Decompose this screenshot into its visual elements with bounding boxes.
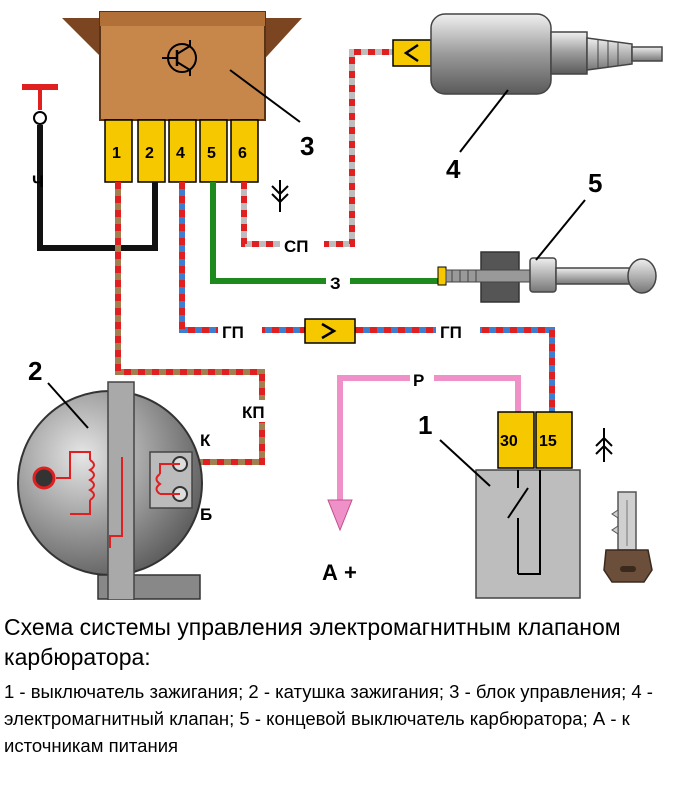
label-2: 2 <box>28 356 42 386</box>
label-5: 5 <box>588 168 602 198</box>
wire-z <box>210 182 440 284</box>
wire-label-sp: СП <box>284 237 309 256</box>
callout-line-4 <box>459 89 509 153</box>
label-3: 3 <box>300 131 314 161</box>
terminal-15-label: 15 <box>539 433 557 450</box>
connector-icon <box>304 318 356 344</box>
caption-title: Схема системы управления электромагнитны… <box>4 614 621 670</box>
key-icon <box>603 491 653 583</box>
wire-gp <box>179 182 555 412</box>
wire-label-gp-left: ГП <box>222 323 244 342</box>
ground-symbol-icon <box>271 180 289 212</box>
ignition-switch: 30 15 <box>475 411 581 599</box>
pin-4-label: 4 <box>176 145 185 162</box>
power-label: А + <box>322 560 357 585</box>
arrow-up-symbol-icon <box>595 428 613 462</box>
callout-line-5 <box>535 199 586 261</box>
control-unit <box>62 11 302 121</box>
pin-2-label: 2 <box>145 145 154 162</box>
label-4: 4 <box>446 154 461 184</box>
carburetor-switch <box>437 251 657 303</box>
terminal-k-label: К <box>200 431 211 450</box>
wire-label-z: З <box>330 274 341 293</box>
callout-line-1 <box>439 439 491 487</box>
wire-label-ch: Ч <box>32 172 44 191</box>
pin-5-label: 5 <box>207 145 216 162</box>
wire-sp <box>241 49 395 247</box>
wire-kp <box>115 182 265 465</box>
solenoid-valve <box>392 13 663 95</box>
caption: Схема системы управления электромагнитны… <box>4 612 690 759</box>
control-unit-pins: 1 2 4 5 6 <box>104 119 259 183</box>
wire-label-kp: КП <box>242 403 265 422</box>
terminal-b-label: Б <box>200 505 212 524</box>
pin-1-label: 1 <box>112 145 121 162</box>
callout-line-3 <box>229 69 301 123</box>
terminal-30-label: 30 <box>500 433 518 450</box>
wire-ch <box>22 84 158 251</box>
callout-line-2 <box>47 382 89 429</box>
pin-6-label: 6 <box>238 145 247 162</box>
wire-label-r: Р <box>413 371 424 390</box>
wiring-diagram: 1 2 4 5 6 3 Ч КП ГП ГП <box>17 11 663 600</box>
transistor-icon <box>162 40 197 76</box>
ignition-coil <box>17 381 203 600</box>
wire-label-gp-right: ГП <box>440 323 462 342</box>
caption-body: 1 - выключатель зажигания; 2 - катушка з… <box>4 681 653 756</box>
label-1: 1 <box>418 410 432 440</box>
